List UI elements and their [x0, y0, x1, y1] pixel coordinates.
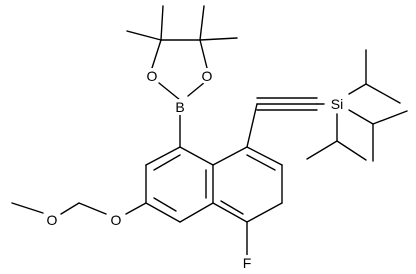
bond — [212, 146, 248, 166]
bond — [336, 140, 367, 161]
ring-oxygen-right-bg — [199, 68, 215, 84]
bond — [11, 202, 44, 214]
bond — [246, 103, 258, 148]
ether-oxygen-ring-bg — [108, 212, 124, 228]
boron-atom: B — [175, 99, 184, 115]
ether-oxygen-ring: O — [111, 212, 122, 228]
fluorine-atom: F — [243, 255, 252, 271]
ring-oxygen-left-bg — [144, 68, 160, 84]
bond — [78, 202, 107, 215]
bond-lines — [11, 5, 408, 256]
bond — [246, 146, 283, 166]
bond — [306, 140, 338, 160]
bond — [145, 202, 181, 223]
bond — [199, 37, 238, 41]
boron-atom-bg — [172, 99, 188, 115]
ether-oxygen-methyl-bg — [44, 212, 60, 228]
bond — [160, 5, 164, 41]
bond — [199, 5, 205, 41]
bond — [126, 30, 162, 41]
ring-oxygen-right: O — [202, 68, 213, 84]
bond-inner — [153, 154, 181, 171]
bond — [179, 146, 214, 166]
bond — [145, 146, 181, 166]
silicon-atom: Si — [331, 96, 343, 112]
bond-inner — [246, 154, 276, 171]
bond — [151, 39, 162, 69]
atom-labels: B O O Si O O F — [44, 68, 348, 271]
bond — [199, 39, 208, 69]
bond — [212, 202, 248, 223]
bond — [365, 83, 401, 104]
bond — [60, 202, 80, 215]
bond — [179, 202, 214, 223]
bond — [246, 202, 283, 223]
fluorine-atom-bg — [239, 255, 255, 271]
bond — [125, 202, 147, 215]
ring-oxygen-left: O — [147, 68, 158, 84]
bond — [348, 83, 367, 95]
bond — [187, 81, 206, 97]
ether-oxygen-methyl: O — [47, 212, 58, 228]
bond-inner — [153, 197, 177, 212]
bond — [372, 110, 408, 125]
silicon-atom-bg — [326, 95, 348, 113]
bond — [158, 82, 181, 101]
bond — [348, 109, 374, 125]
bond-inner — [220, 200, 244, 215]
